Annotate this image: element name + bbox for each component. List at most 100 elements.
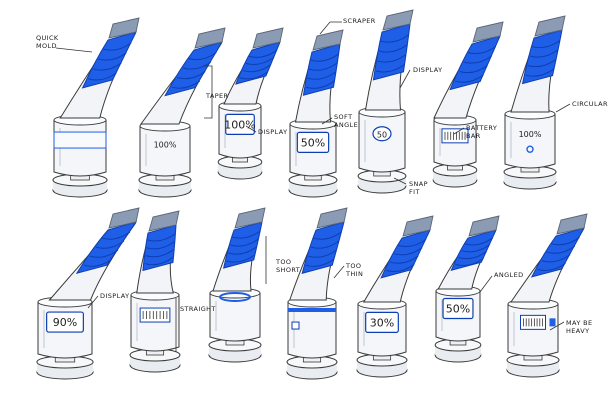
concept-c6 xyxy=(432,21,504,188)
sleeve-fold xyxy=(380,34,409,43)
leader-line xyxy=(479,275,493,293)
scraper-tip xyxy=(312,29,344,51)
sleeve-fold xyxy=(551,237,580,246)
leader-line xyxy=(245,125,257,133)
concept-c10 xyxy=(208,207,266,363)
concept-c1 xyxy=(52,17,140,198)
display-frame xyxy=(296,131,330,153)
sleeve-fold xyxy=(390,255,419,264)
sleeve-fold xyxy=(313,231,342,240)
sleeve-fold xyxy=(527,59,557,68)
sleeve-fold xyxy=(537,262,566,271)
note-may-be-heavy: MAY BE HEAVY xyxy=(566,319,593,335)
leader-line xyxy=(453,127,465,135)
sleeve-fold xyxy=(377,54,406,63)
scraper-tip xyxy=(108,207,140,229)
scraper-tip xyxy=(472,21,504,43)
sleeve-fold xyxy=(98,52,127,61)
leader-line xyxy=(399,69,411,89)
sleeve-fold xyxy=(147,233,176,242)
bottle-body xyxy=(504,113,556,169)
sleeve-fold xyxy=(226,254,255,263)
display-frame xyxy=(225,113,255,135)
display-readout: 50% xyxy=(446,303,470,316)
scraper-tip xyxy=(252,27,284,49)
concept-c11 xyxy=(286,207,348,380)
sleeve-fold xyxy=(95,240,125,249)
display-readout: 100% xyxy=(519,130,542,139)
note-scraper: SCRAPER xyxy=(343,17,376,25)
bottle-body xyxy=(358,111,406,173)
concept-c8: 90% xyxy=(36,207,140,380)
sleeve-fold xyxy=(245,56,275,66)
sleeve-fold xyxy=(464,237,494,246)
sleeve-fold xyxy=(230,238,259,247)
scraper-tip xyxy=(556,213,588,235)
leader-line xyxy=(87,295,99,309)
concept-c2: 100% xyxy=(138,27,226,198)
display-readout: 50 xyxy=(377,131,387,140)
concept-c14 xyxy=(506,213,588,378)
sleeve-fold xyxy=(83,258,113,267)
sleeve-fold xyxy=(144,257,174,266)
scraper-tip xyxy=(534,15,566,37)
display-stripe xyxy=(288,308,336,312)
note-battery-bar: BATTERY BAR xyxy=(466,124,498,140)
sleeve-fold xyxy=(310,53,339,62)
sleeve-fold xyxy=(461,244,491,253)
sleeve-fold xyxy=(397,238,427,247)
leader-line xyxy=(55,47,93,53)
display-readout: 50% xyxy=(301,136,325,149)
sleeve-fold xyxy=(89,249,119,258)
sleeve-fold xyxy=(305,258,335,267)
sleeve-fold xyxy=(232,230,261,239)
scraper-tip xyxy=(234,207,266,229)
display-readout: 100% xyxy=(154,141,177,150)
sleeve-fold xyxy=(177,71,206,80)
battery-bar xyxy=(139,307,171,323)
sleeve-fold xyxy=(310,240,340,249)
display-frame xyxy=(442,297,474,320)
note-too-short: TOO SHORT xyxy=(276,258,301,274)
leader-line xyxy=(204,65,213,119)
sleeve-fold xyxy=(546,245,576,254)
leader-line xyxy=(321,117,333,125)
sleeve-fold xyxy=(308,249,337,258)
note-display-1: DISPLAY xyxy=(258,128,288,136)
power-button xyxy=(526,145,534,153)
sleeve-fold xyxy=(101,231,131,240)
battery-bar xyxy=(520,314,546,330)
note-circular: CIRCULAR xyxy=(572,100,608,108)
leader-line xyxy=(393,177,407,185)
leader-line xyxy=(555,103,571,113)
indicator-dot xyxy=(549,318,556,327)
note-taper: TAPER xyxy=(206,92,229,100)
note-snap-fit: SNAP FIT xyxy=(409,180,428,196)
sleeve-fold xyxy=(386,264,415,273)
sleeve-fold xyxy=(459,65,488,74)
concept-c5: 50 xyxy=(357,9,414,194)
sleeve-fold xyxy=(248,49,278,58)
sleeve-fold xyxy=(455,257,484,267)
sleeve-fold xyxy=(525,68,554,77)
bottle-body xyxy=(139,125,191,177)
scraper-tip xyxy=(148,210,180,232)
sleeve-fold xyxy=(308,62,338,71)
note-display-2: DISPLAY xyxy=(413,66,443,74)
sleeve-fold xyxy=(541,254,571,263)
sleeve-fold xyxy=(455,74,484,83)
sleeve-fold xyxy=(188,52,217,61)
sleeve-fold xyxy=(182,61,212,70)
concept-c4: 50% xyxy=(288,29,344,198)
scraper-tip xyxy=(316,207,348,229)
leader-line xyxy=(319,21,342,35)
sleeve-fold xyxy=(305,80,335,89)
scraper-tip xyxy=(108,17,140,39)
display-readout: 30% xyxy=(370,316,394,329)
display-band xyxy=(53,131,107,149)
scraper-tip xyxy=(402,215,434,237)
concept-c13: 50% xyxy=(434,215,500,363)
display-readout: 100% xyxy=(224,118,255,131)
display-frame xyxy=(372,126,392,142)
concept-c3: 100% xyxy=(217,27,284,180)
